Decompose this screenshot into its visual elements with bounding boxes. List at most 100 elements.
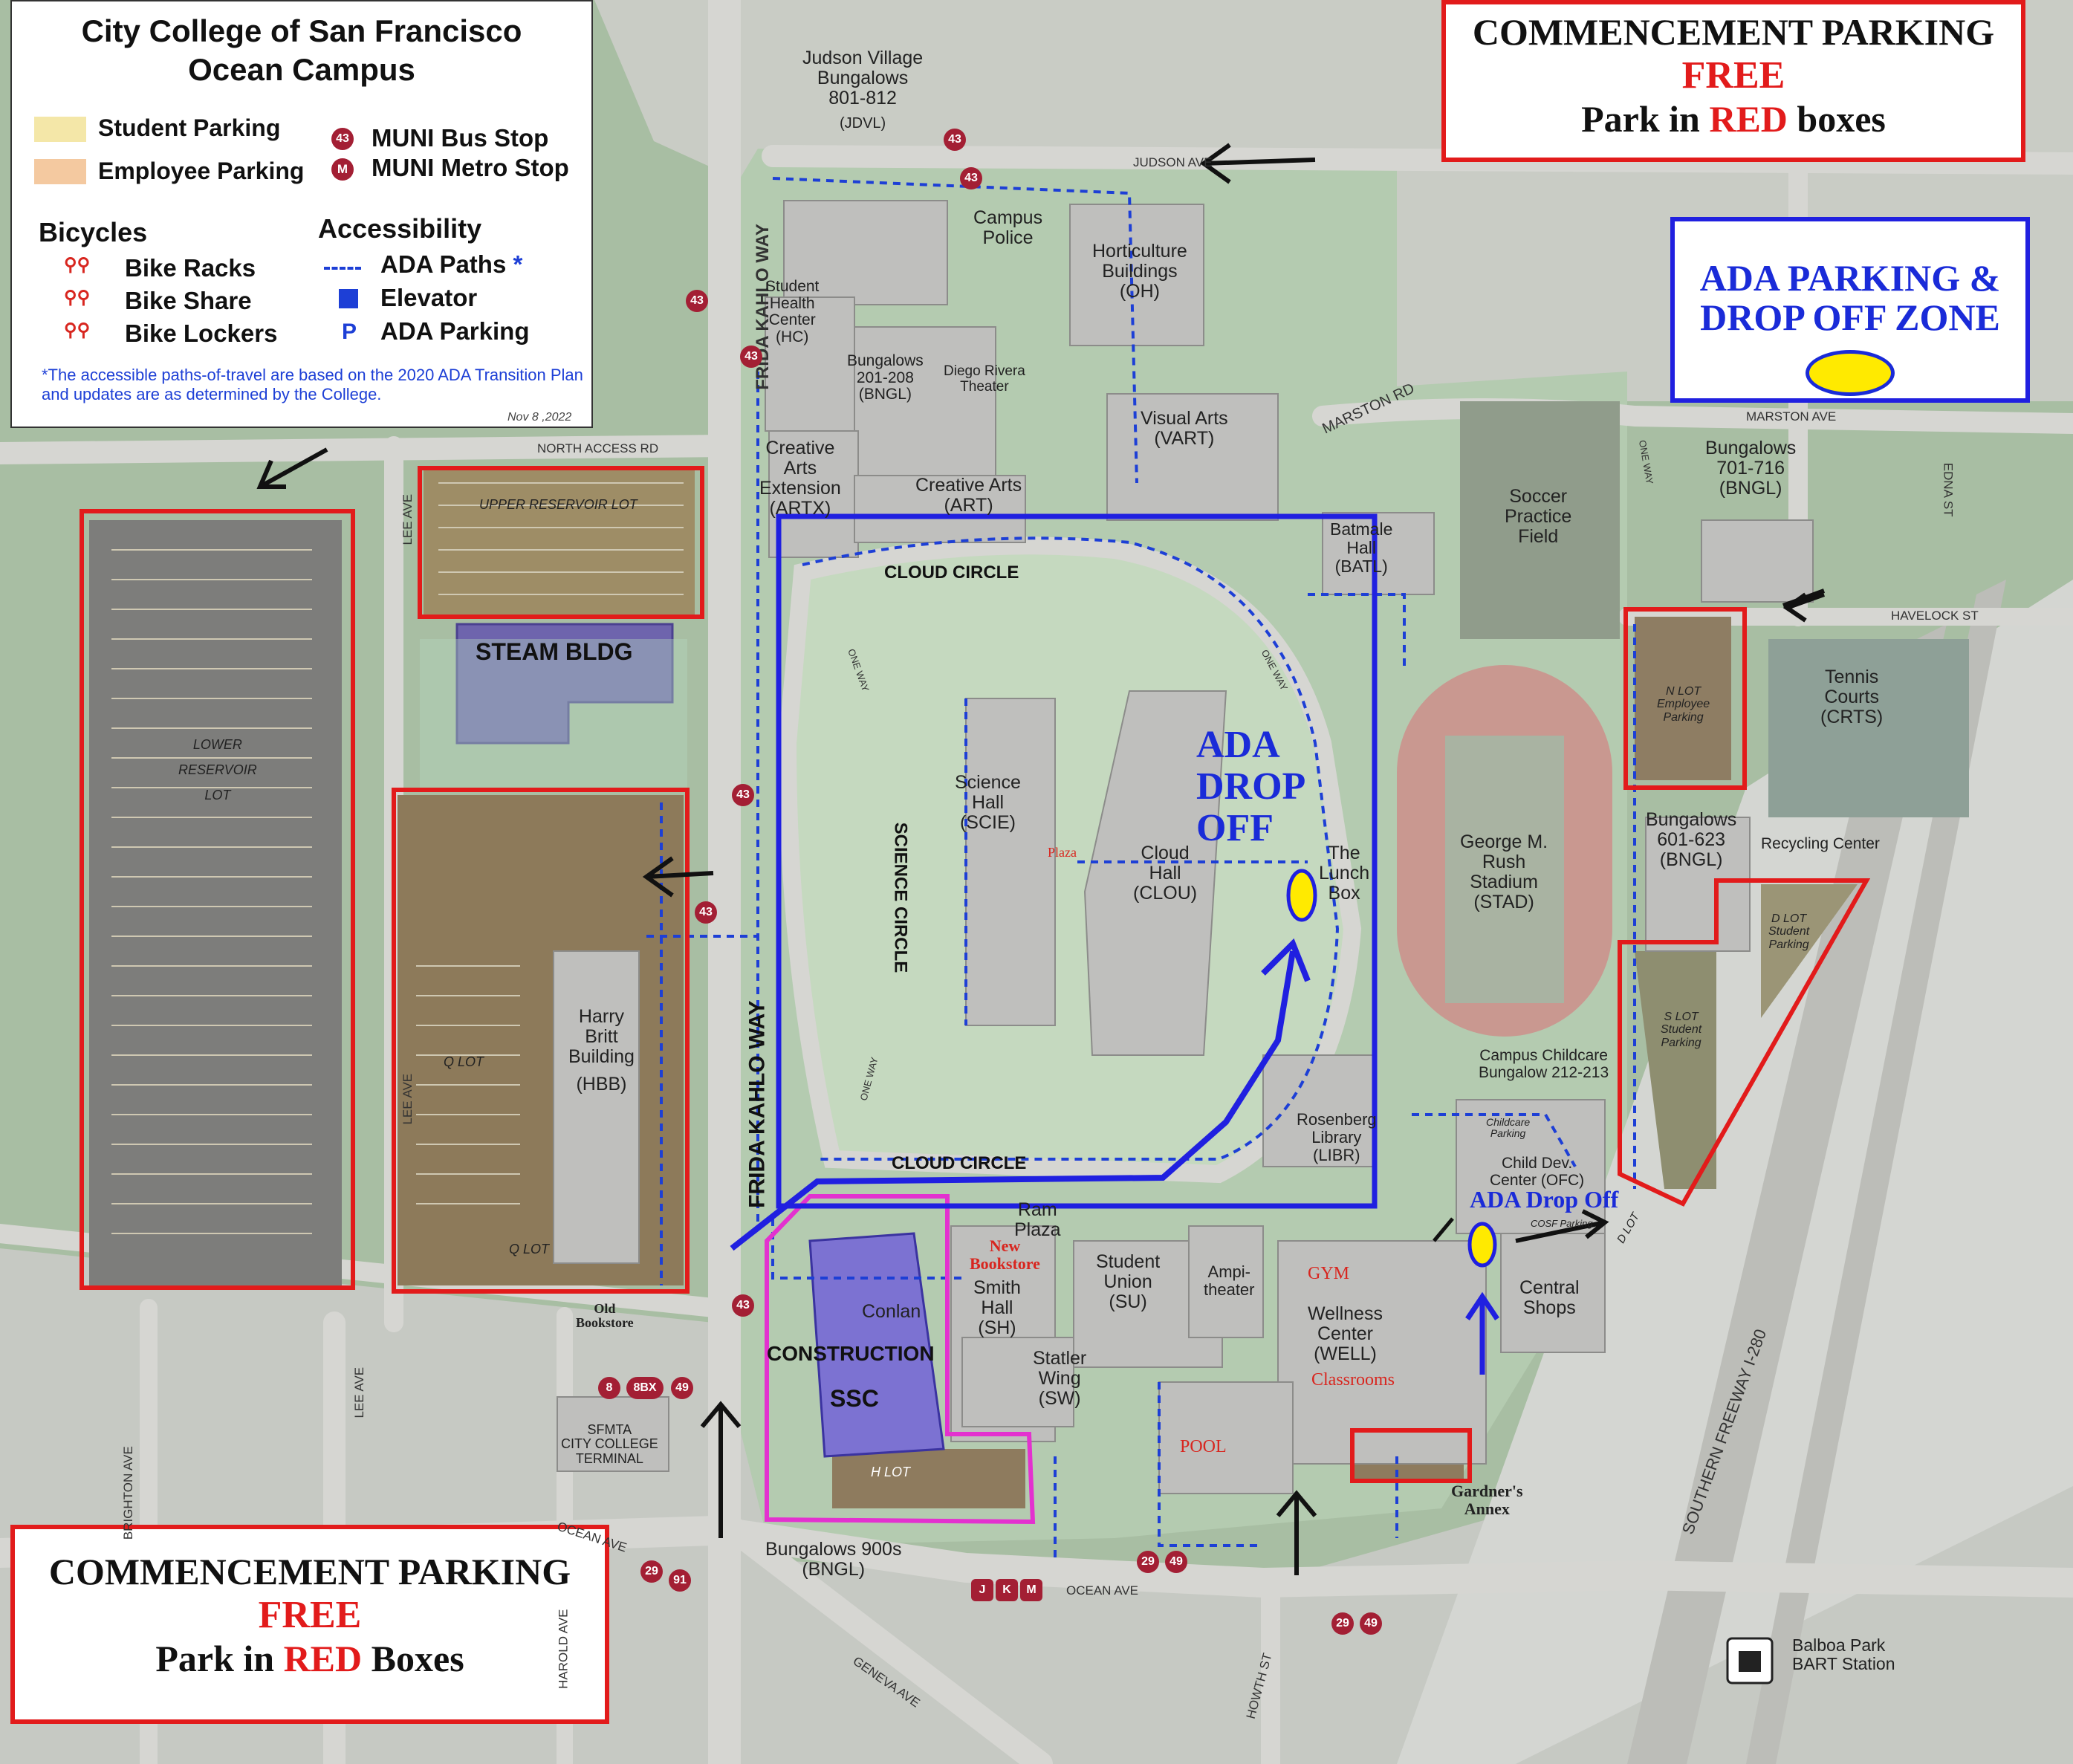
lot-lower-reservoir-3: LOT [204,788,231,803]
bld-bungalows-201-2: 201-208 [856,369,914,386]
bld-pool: POOL [1180,1437,1227,1456]
bld-harry-britt-4: (HBB) [576,1074,627,1095]
lot-lower-reservoir-2: RESERVOIR [178,762,257,778]
legend-bike-lockers: Bike Lockers [125,320,278,347]
bld-art-2: (ART) [944,495,993,516]
s-lot [1635,951,1716,1189]
ada-drop-off-line1: ADA [1196,724,1280,766]
bld-stadium-1: George M. [1460,831,1548,852]
legend-bike-racks: Bike Racks [125,254,256,282]
elevator-icon [339,289,358,308]
bld-balboa-2: BART Station [1792,1653,1895,1673]
freeway-lanes-2 [1746,580,2006,1764]
employee-parking-swatch [34,159,86,184]
bld-art-1: Creative Arts [915,475,1022,496]
street-harold: HAROLD AVE [556,1609,571,1689]
bld-smith-hall-1: Smith [973,1277,1021,1298]
cloud-circle-bottom: CLOUD CIRCLE [892,1153,1027,1173]
legend-muni-metro: MUNI Metro Stop [372,154,569,181]
bld-wellness-2: Center [1317,1323,1373,1344]
lot-d-3: Parking [1768,938,1809,951]
science-circle: SCIENCE CIRCLE [890,822,911,973]
bld-artx-2: Arts [783,458,817,479]
ada-zone-marker [1806,350,1895,396]
bus-stop-29-c: 29 [1331,1612,1354,1635]
stadium-field [1445,736,1564,1003]
bld-judson-village-1: Judson Village [802,48,924,68]
lot-cosf: COSF Parking [1531,1218,1593,1229]
bld-harry-britt-3: Building [568,1046,635,1067]
lot-n-2: Employee [1657,698,1710,711]
lot-q: Q LOT [444,1054,484,1069]
street-north-access: NORTH ACCESS RD [537,441,659,455]
freeway-lanes [1627,624,1947,1764]
bld-student-health-4: (HC) [776,328,809,346]
bld-recycling: Recycling Center [1761,835,1880,852]
bld-horticulture-1: Horticulture [1092,241,1187,262]
lot-childcare-2: Parking [1490,1127,1526,1140]
ada-drop-off-small-arrow [1465,1291,1499,1375]
bike-share-icon: ⚲⚲ [64,288,91,308]
bus-stop-49-b: 49 [1165,1551,1187,1573]
bld-gardners-1: Gardner's [1451,1482,1523,1500]
bld-bungalows-601-1: Bungalows [1646,809,1737,830]
bus-stop-8bx: 8BX [626,1377,664,1399]
ssc-building [808,1232,945,1458]
bus-stop-43-g: 43 [732,1294,754,1317]
tennis-courts [1768,639,1969,817]
bus-stop-43-b: 43 [960,167,982,189]
commencement-bottom-free: FREE [258,1594,362,1636]
bld-rosenberg-3: (LIBR) [1313,1145,1360,1164]
direction-arrows [256,143,1826,1575]
student-parking-swatch [34,117,86,142]
bld-soccer-1: Soccer [1509,486,1568,507]
street-frida-lower: FRIDA KAHLO WAY [744,1000,770,1208]
street-edna: EDNA ST [1941,462,1956,517]
bld-gardners-2: Annex [1464,1499,1510,1518]
legend-elevator: Elevator [380,284,478,311]
bld-campus-police-1: Campus [973,207,1043,228]
bus-stop-43-f: 43 [695,901,717,924]
bus-stop-43-c: 43 [686,290,708,312]
legend-ada-paths-star: * [513,250,523,278]
bld-sfmta-3: TERMINAL [575,1450,643,1466]
bld-science-hall-2: Hall [971,792,1005,813]
street-ocean-east: OCEAN AVE [1066,1583,1138,1598]
lot-stripes [111,482,684,1234]
bld-cloud-hall-1: Cloud [1141,843,1190,863]
bld-balboa-1: Balboa Park [1792,1635,1886,1655]
h-lot [832,1449,1025,1508]
bus-stop-29-b: 29 [1137,1551,1159,1573]
bld-bungalows-900-1: Bungalows 900s [765,1539,902,1560]
bld-new-bookstore-1: New [989,1236,1021,1255]
steam-lawn [420,639,687,788]
bld-wellness-1: Wellness [1308,1303,1383,1324]
upper-reservoir-lot [424,468,695,617]
bld-batmale-2: Hall [1346,537,1376,557]
lot-s-1: S LOT [1664,1011,1699,1023]
bld-conlan: Conlan [862,1301,921,1322]
legend-ada-parking: ADA Parking [380,317,530,345]
bld-student-health-2: Health [769,294,815,312]
legend-ada-paths: ADA Paths * [380,250,522,279]
d-lot [1761,884,1858,1018]
bld-diego-rivera-1: Diego Rivera [944,363,1025,379]
ada-zone-line1: ADA PARKING & [1699,257,2001,299]
bld-soccer-2: Practice [1505,506,1572,527]
bld-diego-rivera-2: Theater [960,378,1009,395]
bld-central-shops-2: Shops [1522,1297,1576,1318]
ada-parking-icon: P [342,320,357,344]
